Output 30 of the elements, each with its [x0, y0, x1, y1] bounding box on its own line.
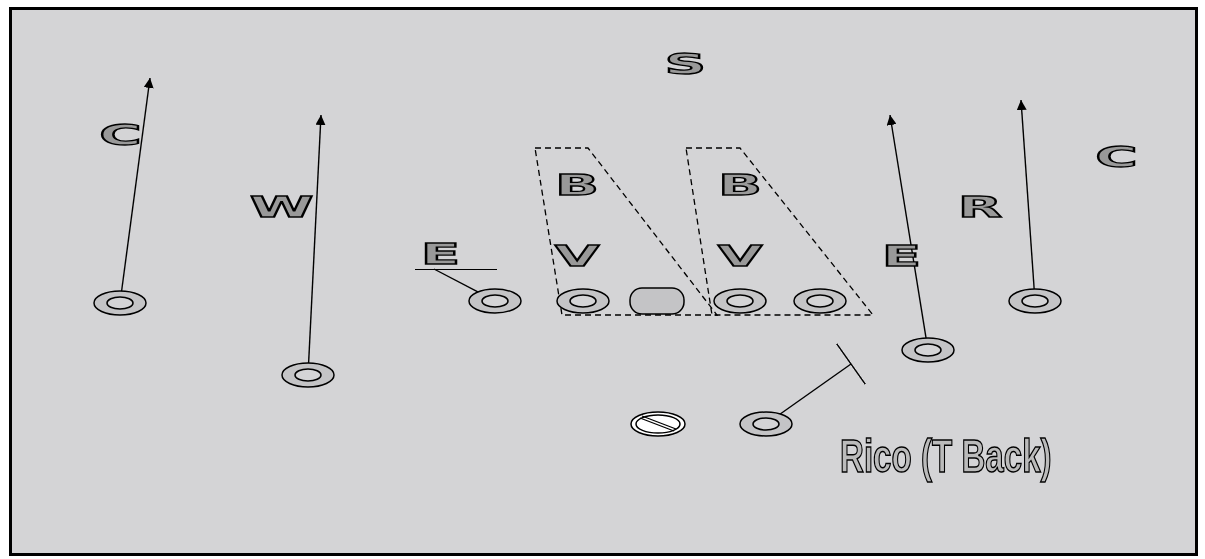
defender-letter: E — [415, 240, 497, 270]
route-arrow — [1016, 99, 1035, 290]
defender-letter: V — [717, 243, 763, 269]
defender-letter: B — [717, 172, 762, 198]
player-oval — [900, 336, 956, 364]
defender-letter: R — [957, 194, 1003, 220]
player-oval — [467, 287, 523, 315]
defender-letter: W — [249, 194, 314, 220]
player-oval — [92, 289, 148, 317]
route-arrow — [307, 114, 326, 364]
defender-letter: B — [554, 172, 599, 198]
center-marker — [629, 287, 685, 315]
quarterback-marker — [630, 410, 686, 438]
player-oval — [712, 287, 768, 315]
block-line — [433, 268, 479, 293]
block-line — [779, 342, 867, 415]
play-name: Rico (T Back) — [840, 431, 1052, 481]
player-oval — [738, 410, 794, 438]
defender-letter: C — [98, 122, 142, 148]
player-oval — [1007, 287, 1063, 315]
route-arrow — [120, 77, 154, 292]
route-arrow — [886, 114, 927, 339]
blocking-zone — [533, 146, 719, 317]
player-oval — [280, 361, 336, 389]
defender-letter: S — [663, 51, 706, 77]
blocking-zone — [684, 146, 875, 317]
defender-letter: C — [1094, 144, 1138, 170]
player-oval — [792, 287, 848, 315]
defender-letter: V — [554, 243, 600, 269]
player-oval — [555, 287, 611, 315]
